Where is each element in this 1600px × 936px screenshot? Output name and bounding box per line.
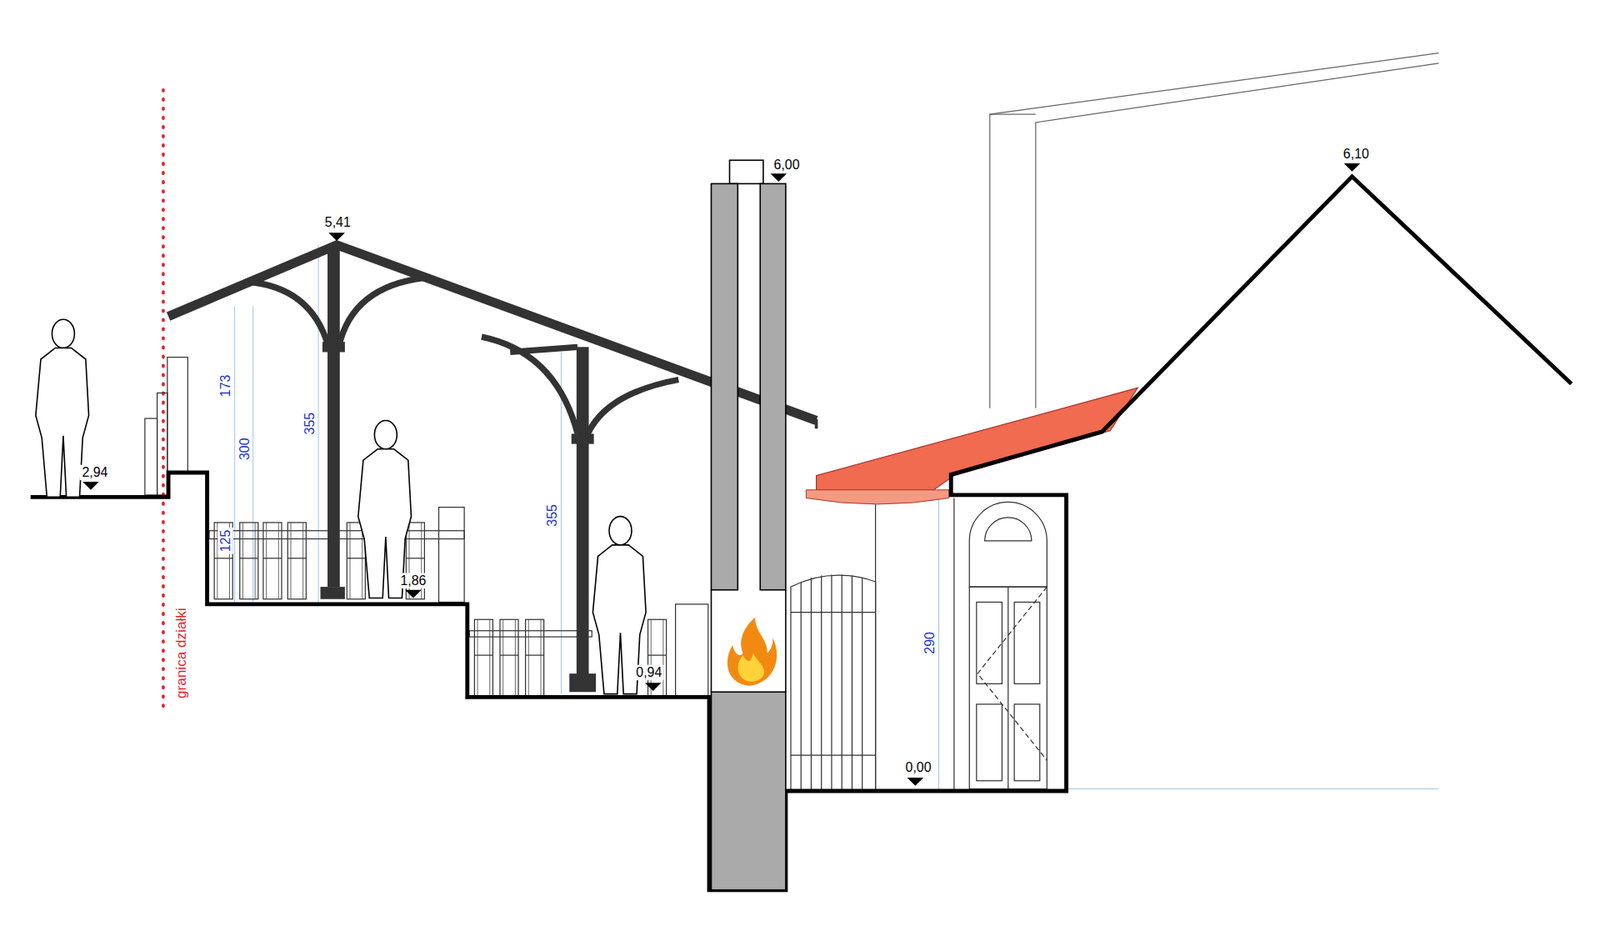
level-value: 0,00 — [903, 760, 934, 775]
people — [35, 319, 646, 694]
fire — [727, 617, 777, 686]
house-front — [875, 498, 1048, 791]
dimension-lines — [235, 245, 1440, 791]
dimension-value: 173 — [217, 372, 233, 399]
boundary-label: granica działki — [172, 605, 190, 701]
plot-boundary — [161, 90, 165, 710]
gutter — [805, 490, 949, 505]
level-value: 6,00 — [771, 156, 802, 172]
dimension-value: 355 — [301, 410, 317, 436]
chimney — [710, 160, 785, 890]
dimension-value: 125 — [217, 527, 233, 554]
dimension-value: 300 — [237, 435, 253, 462]
dimension-value: 290 — [921, 630, 937, 656]
gate — [790, 574, 876, 791]
dimension-value: 355 — [544, 502, 560, 529]
level-markers — [82, 163, 1360, 786]
level-value: 6,10 — [1340, 146, 1371, 162]
level-value: 0,94 — [634, 665, 665, 680]
background-building — [990, 53, 1440, 409]
section-outline — [30, 176, 1572, 890]
awning — [816, 387, 1139, 490]
level-value: 1,86 — [398, 573, 429, 589]
furniture — [209, 507, 709, 697]
level-value: 2,94 — [80, 465, 110, 480]
level-value: 5,41 — [322, 215, 353, 230]
